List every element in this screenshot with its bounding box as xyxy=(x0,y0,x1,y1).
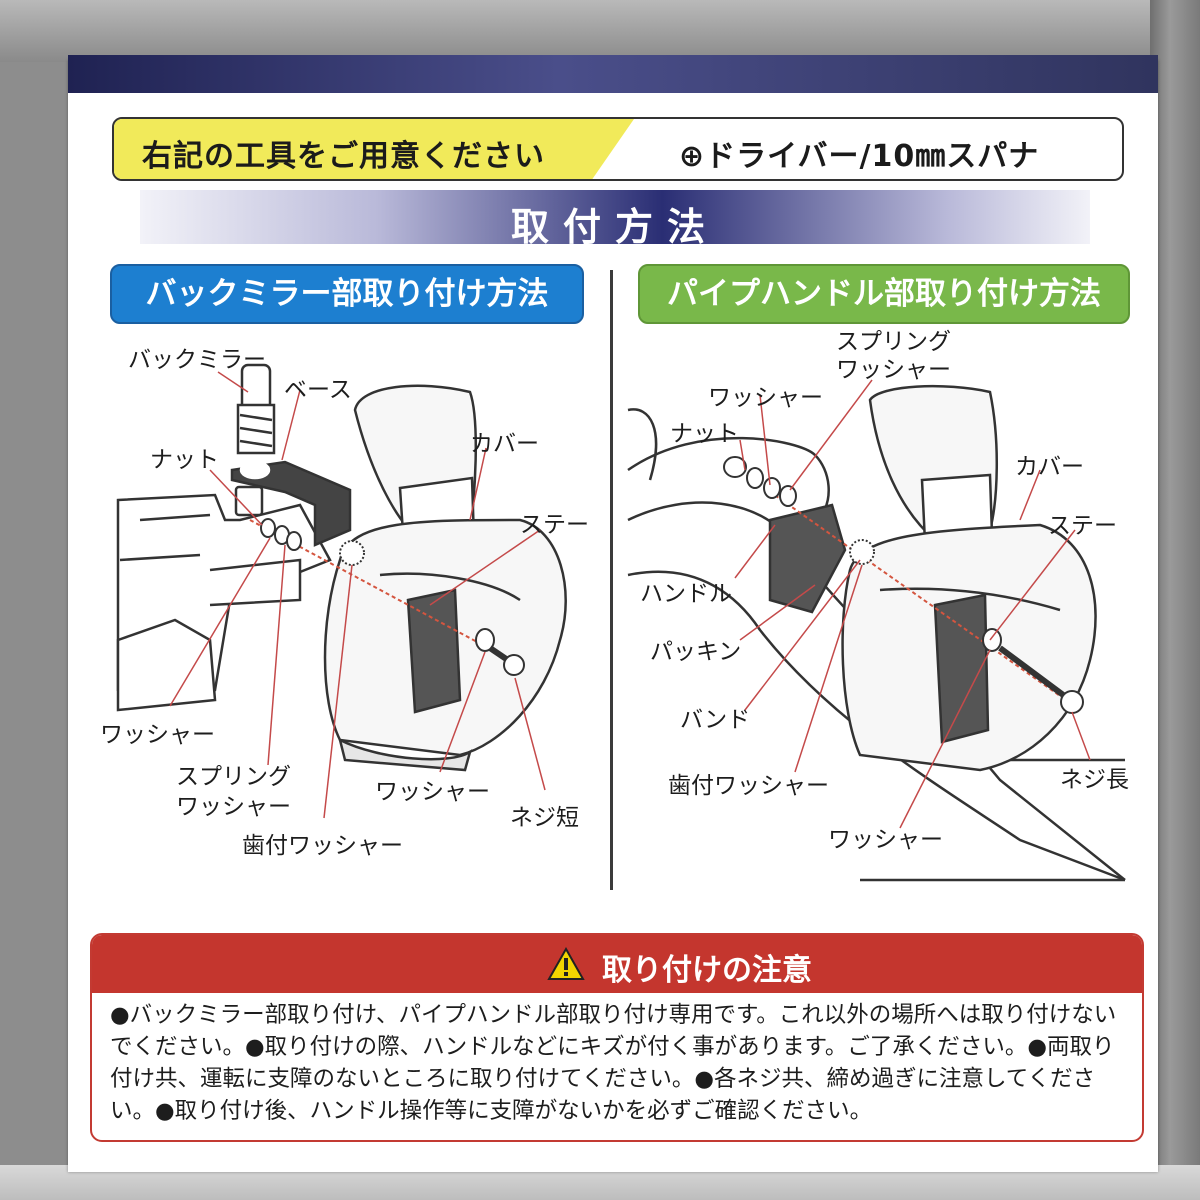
right-cover-illustration xyxy=(841,384,1097,772)
caution-box: 取り付けの注意 ●バックミラー部取り付け、パイプハンドル部取り付け専用です。これ… xyxy=(90,933,1144,1142)
caution-header: 取り付けの注意 xyxy=(92,935,1142,993)
method-title: 取付方法 xyxy=(510,205,719,249)
label-spring-washer-left: スプリング ワッシャー xyxy=(176,764,291,820)
label-band: バンド xyxy=(680,707,751,733)
tools-bar: 右記の工具をご用意ください ⊕ドライバー/10㎜スパナ xyxy=(112,117,1124,181)
left-section-title: バックミラー部取り付け方法 xyxy=(110,264,584,324)
label-cover-right: カバー xyxy=(1015,454,1084,480)
label-spring-washer-right: スプリング ワッシャー xyxy=(836,329,951,383)
label-rearview-mirror: バックミラー xyxy=(128,347,266,373)
caution-title: 取り付けの注意 xyxy=(602,953,812,988)
label-stay-left: ステー xyxy=(520,512,589,538)
label-washer-bottom-right: ワッシャー xyxy=(828,827,943,853)
label-packing: パッキン xyxy=(650,639,742,665)
label-stay-right: ステー xyxy=(1048,513,1117,539)
label-washer-top-right: ワッシャー xyxy=(708,385,823,411)
tools-value: ⊕ドライバー/10㎜スパナ xyxy=(679,139,1040,174)
caution-text: ●バックミラー部取り付け、パイプハンドル部取り付け専用です。これ以外の場所へは取… xyxy=(110,1002,1117,1124)
right-leader-lines xyxy=(734,379,1091,829)
top-banner xyxy=(68,55,1158,93)
right-section-title: パイプハンドル部取り付け方法 xyxy=(638,264,1130,324)
method-header: 取付方法 xyxy=(140,190,1090,249)
left-leader-lines xyxy=(169,371,546,819)
left-hardware xyxy=(260,518,525,676)
label-toothed-washer-left: 歯付ワッシャー xyxy=(242,833,403,859)
right-hardware-line xyxy=(734,466,1081,711)
left-handlebar-illustration xyxy=(116,363,352,712)
label-nut-left: ナット xyxy=(150,447,219,473)
section-divider xyxy=(610,270,613,890)
label-base: ベース xyxy=(284,377,352,403)
label-cover-left: カバー xyxy=(470,431,539,457)
box-side-edge xyxy=(1150,0,1200,1200)
label-washer-bottom-left: ワッシャー xyxy=(375,779,490,805)
tools-label-background xyxy=(114,119,634,179)
label-short-screw: ネジ短 xyxy=(510,805,579,831)
label-toothed-washer-right: 歯付ワッシャー xyxy=(668,773,829,799)
label-long-screw: ネジ長 xyxy=(1060,767,1129,793)
tools-label: 右記の工具をご用意ください xyxy=(142,139,545,174)
label-nut-right: ナット xyxy=(670,421,739,447)
box-top-edge xyxy=(0,0,1200,62)
warning-icon xyxy=(547,947,585,980)
label-handle: ハンドル xyxy=(640,581,732,607)
left-cover-illustration xyxy=(323,384,567,772)
label-washer-left: ワッシャー xyxy=(100,722,215,748)
